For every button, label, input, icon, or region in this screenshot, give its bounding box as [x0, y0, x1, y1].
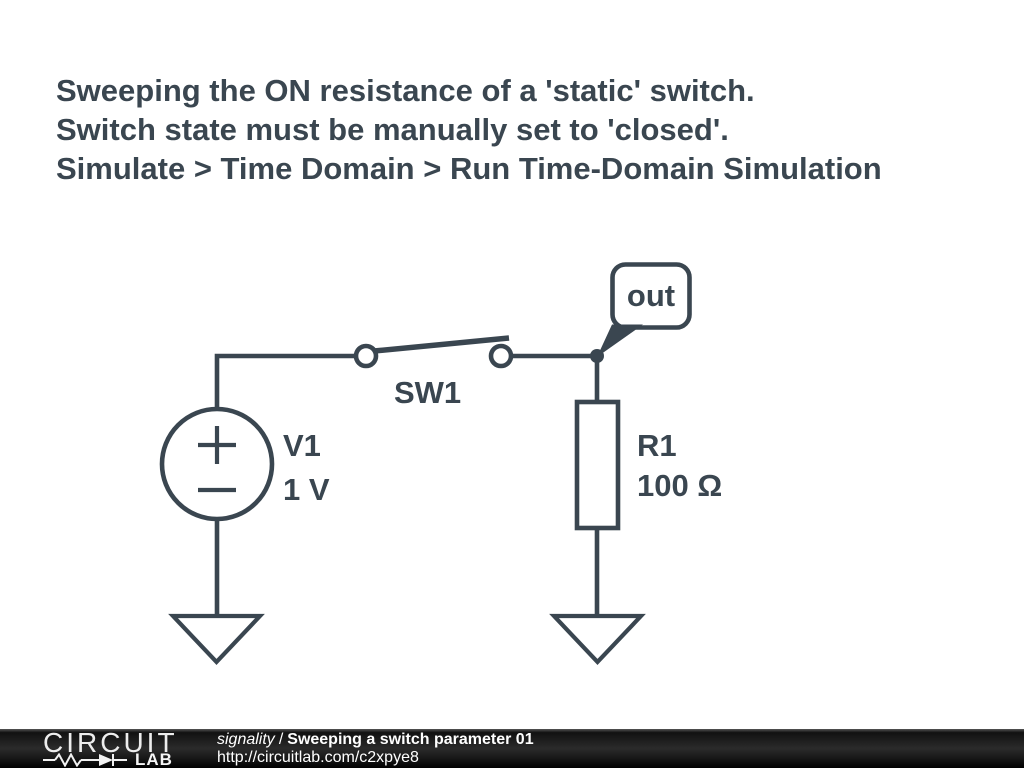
r1-name-label[interactable]: R1	[637, 428, 677, 463]
ground-icon	[168, 613, 265, 666]
out-flag-tail	[597, 324, 643, 357]
switch-blade	[373, 335, 510, 354]
author-name[interactable]: signality	[217, 731, 275, 748]
switch-terminal	[353, 343, 379, 369]
ground-icon	[549, 613, 646, 666]
out-net-label[interactable]: out	[626, 278, 676, 313]
node-dot	[590, 349, 604, 363]
schematic-title: Sweeping a switch parameter 01	[287, 731, 534, 748]
sw1-name-label[interactable]: SW1	[394, 375, 462, 410]
v1-value-label[interactable]: 1 V	[283, 472, 330, 507]
circuitlab-logo-lab: LAB	[135, 750, 173, 768]
byline-separator: /	[278, 731, 284, 748]
r1-symbol[interactable]	[574, 399, 621, 531]
r1-value-label[interactable]: 100 Ω	[637, 468, 723, 503]
plus-icon	[198, 426, 236, 464]
circuitlab-logo-wordmark: CIRCUIT	[43, 727, 178, 758]
v1-name-label[interactable]: V1	[283, 428, 321, 463]
v1-symbol[interactable]	[159, 406, 275, 522]
schematic-byline: signality/Sweeping a switch parameter 01	[217, 731, 534, 749]
footer-bar: CIRCUIT LAB signality/Sweeping a switch …	[0, 729, 1024, 768]
heading-line-1: Sweeping the ON resistance of a 'static'…	[56, 73, 755, 108]
circuitlab-logo[interactable]: CIRCUIT LAB	[43, 727, 178, 768]
heading-line-2: Switch state must be manually set to 'cl…	[56, 112, 729, 147]
schematic-url[interactable]: http://circuitlab.com/c2xpye8	[217, 749, 419, 766]
resistor-diode-icon	[43, 753, 127, 767]
out-flag[interactable]	[597, 262, 692, 358]
heading: Sweeping the ON resistance of a 'static'…	[56, 71, 882, 188]
schematic-credits: signality/Sweeping a switch parameter 01…	[217, 731, 534, 767]
switch-terminal	[488, 343, 514, 369]
heading-line-3: Simulate > Time Domain > Run Time-Domain…	[56, 151, 882, 186]
sw1-symbol[interactable]	[353, 335, 514, 369]
wire-v1-to-switch	[214, 353, 356, 409]
